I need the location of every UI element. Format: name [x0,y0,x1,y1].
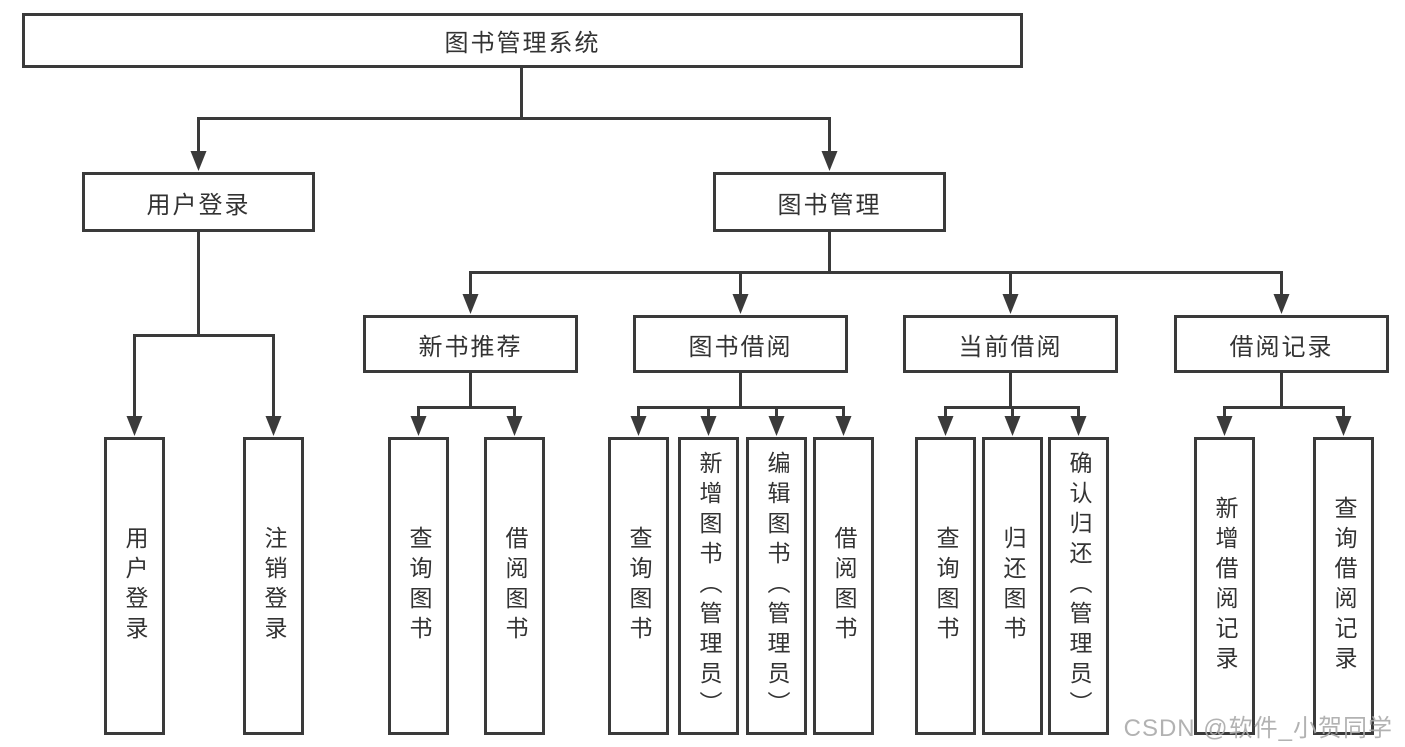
node-label: 图书管理 [777,191,882,219]
leaf-logout: 注销登录 [243,437,304,735]
node-borrowing-records: 借阅记录 [1174,315,1389,373]
node-label: 查询图书 [626,526,652,646]
node-label: 当前借阅 [958,333,1063,361]
node-label: 查询图书 [933,526,959,646]
node-label: 确认归还（管理员） [1066,451,1092,721]
leaf-borrow-books: 借阅图书 [813,437,874,735]
node-label: 新增借阅记录 [1212,496,1238,676]
node-label: 借阅图书 [502,526,528,646]
leaf-borrow-books-recommend: 借阅图书 [484,437,545,735]
node-label: 借阅记录 [1229,333,1334,361]
arrowheads [126,151,1352,436]
watermark: CSDN @软件_小贺同学 [1123,715,1393,742]
node-label: 归还图书 [1000,526,1026,646]
node-label: 借阅图书 [831,526,857,646]
node-label: 用户登录 [146,191,251,219]
node-book-borrowing: 图书借阅 [633,315,848,373]
leaf-add-book-admin: 新增图书（管理员） [678,437,739,735]
node-label: 查询借阅记录 [1331,496,1357,676]
node-label: 新书推荐 [418,333,523,361]
leaf-query-books-recommend: 查询图书 [388,437,449,735]
node-label: 图书借阅 [688,333,793,361]
leaf-user-login: 用户登录 [104,437,165,735]
node-label: 图书管理系统 [444,30,601,57]
node-root-library-system: 图书管理系统 [22,13,1023,68]
node-label: 查询图书 [406,526,432,646]
node-new-book-recommend: 新书推荐 [363,315,578,373]
node-label: 新增图书（管理员） [696,451,722,721]
leaf-query-borrow-record: 查询借阅记录 [1313,437,1374,735]
leaf-query-books-borrow: 查询图书 [608,437,669,735]
leaf-add-borrow-record: 新增借阅记录 [1194,437,1255,735]
node-current-borrowing: 当前借阅 [903,315,1118,373]
node-label: 编辑图书（管理员） [764,451,790,721]
leaf-edit-book-admin: 编辑图书（管理员） [746,437,807,735]
node-label: 用户登录 [122,526,148,646]
node-book-management: 图书管理 [713,172,946,232]
leaf-return-books: 归还图书 [982,437,1043,735]
leaf-confirm-return-admin: 确认归还（管理员） [1048,437,1109,735]
node-label: 注销登录 [261,526,287,646]
node-user-login: 用户登录 [82,172,315,232]
leaf-query-books-current: 查询图书 [915,437,976,735]
